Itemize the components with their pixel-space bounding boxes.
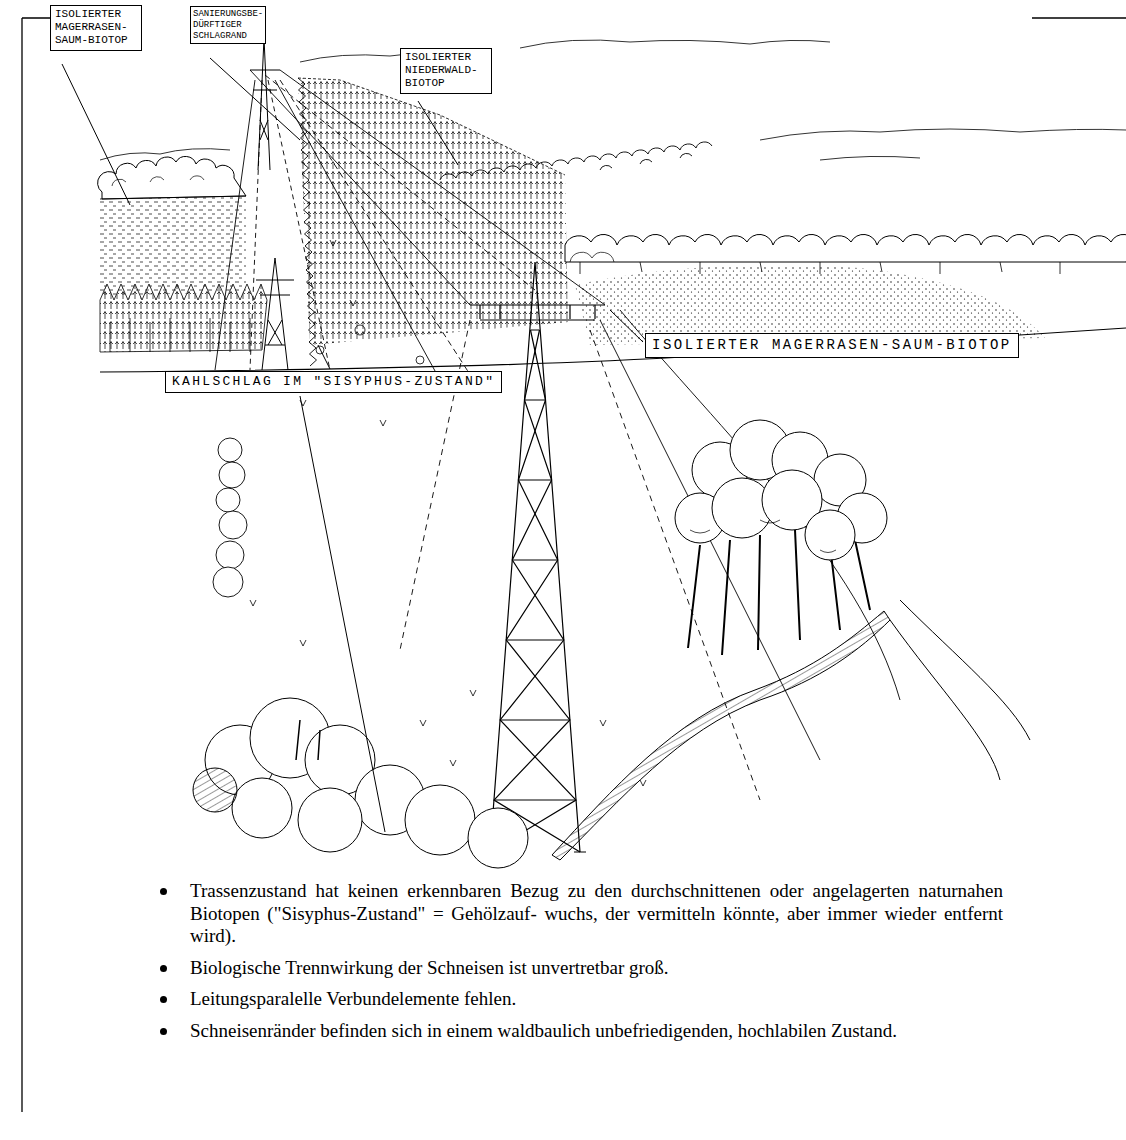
bullet-item: Leitungsparalelle Verbundelemente fehlen…: [158, 988, 1003, 1011]
label-text: ISOLIERTER MAGERRASEN-SAUM-BIOTOP: [652, 337, 1012, 354]
label-text: ISOLIERTER NIEDERWALD-BIOTOP: [405, 51, 487, 91]
bullet-item: Schneisenränder befinden sich in einem w…: [158, 1020, 1003, 1043]
pylon: [250, 38, 280, 170]
bullet-dot: [160, 996, 167, 1003]
note-text: Biologische Trennwirkung der Schneisen i…: [190, 957, 1003, 980]
horizon: [100, 40, 1126, 160]
bullet-dot: [160, 965, 167, 972]
pylon: [470, 262, 605, 852]
coppice-forest: [440, 142, 712, 180]
road: [100, 328, 1126, 372]
bushes: [193, 698, 528, 868]
label-box: KAHLSCHLAG IM "SISYPHUS-ZUSTAND": [165, 371, 502, 393]
frame: [22, 18, 1126, 1112]
leader-line: [62, 58, 643, 832]
label-box: ISOLIERTER MAGERRASEN-SAUM-BIOTOP: [50, 5, 142, 51]
note-text: Trassenzustand hat keinen erkennbaren Be…: [190, 880, 1003, 948]
bullet-dot: [160, 888, 167, 895]
bullet-item: Biologische Trennwirkung der Schneisen i…: [158, 957, 1003, 980]
clearing-plants: [240, 240, 646, 786]
pylon: [256, 258, 294, 370]
note-text: Schneisenränder befinden sich in einem w…: [190, 1020, 1003, 1043]
label-box: ISOLIERTER MAGERRASEN-SAUM-BIOTOP: [645, 333, 1019, 358]
label-box: SANIERUNGSBE- DÜRFTIGER SCHLAGRAND: [190, 6, 266, 44]
bush-column: [213, 438, 247, 597]
tree-clump: [675, 420, 887, 655]
label-box: ISOLIERTER NIEDERWALD-BIOTOP: [400, 48, 492, 94]
corridor-lines: [215, 70, 900, 800]
bullet-dot: [160, 1028, 167, 1035]
left-forest: [98, 156, 267, 352]
ground-edge: [552, 600, 1030, 860]
label-text: ISOLIERTER MAGERRASEN-SAUM-BIOTOP: [55, 8, 137, 48]
label-text: KAHLSCHLAG IM "SISYPHUS-ZUSTAND": [172, 374, 495, 390]
label-text: SANIERUNGSBE- DÜRFTIGER SCHLAGRAND: [193, 9, 263, 41]
bullet-item: Trassenzustand hat keinen erkennbaren Be…: [158, 880, 1003, 948]
note-text: Leitungsparalelle Verbundelemente fehlen…: [190, 988, 1003, 1011]
conifer-forest: [298, 78, 568, 366]
